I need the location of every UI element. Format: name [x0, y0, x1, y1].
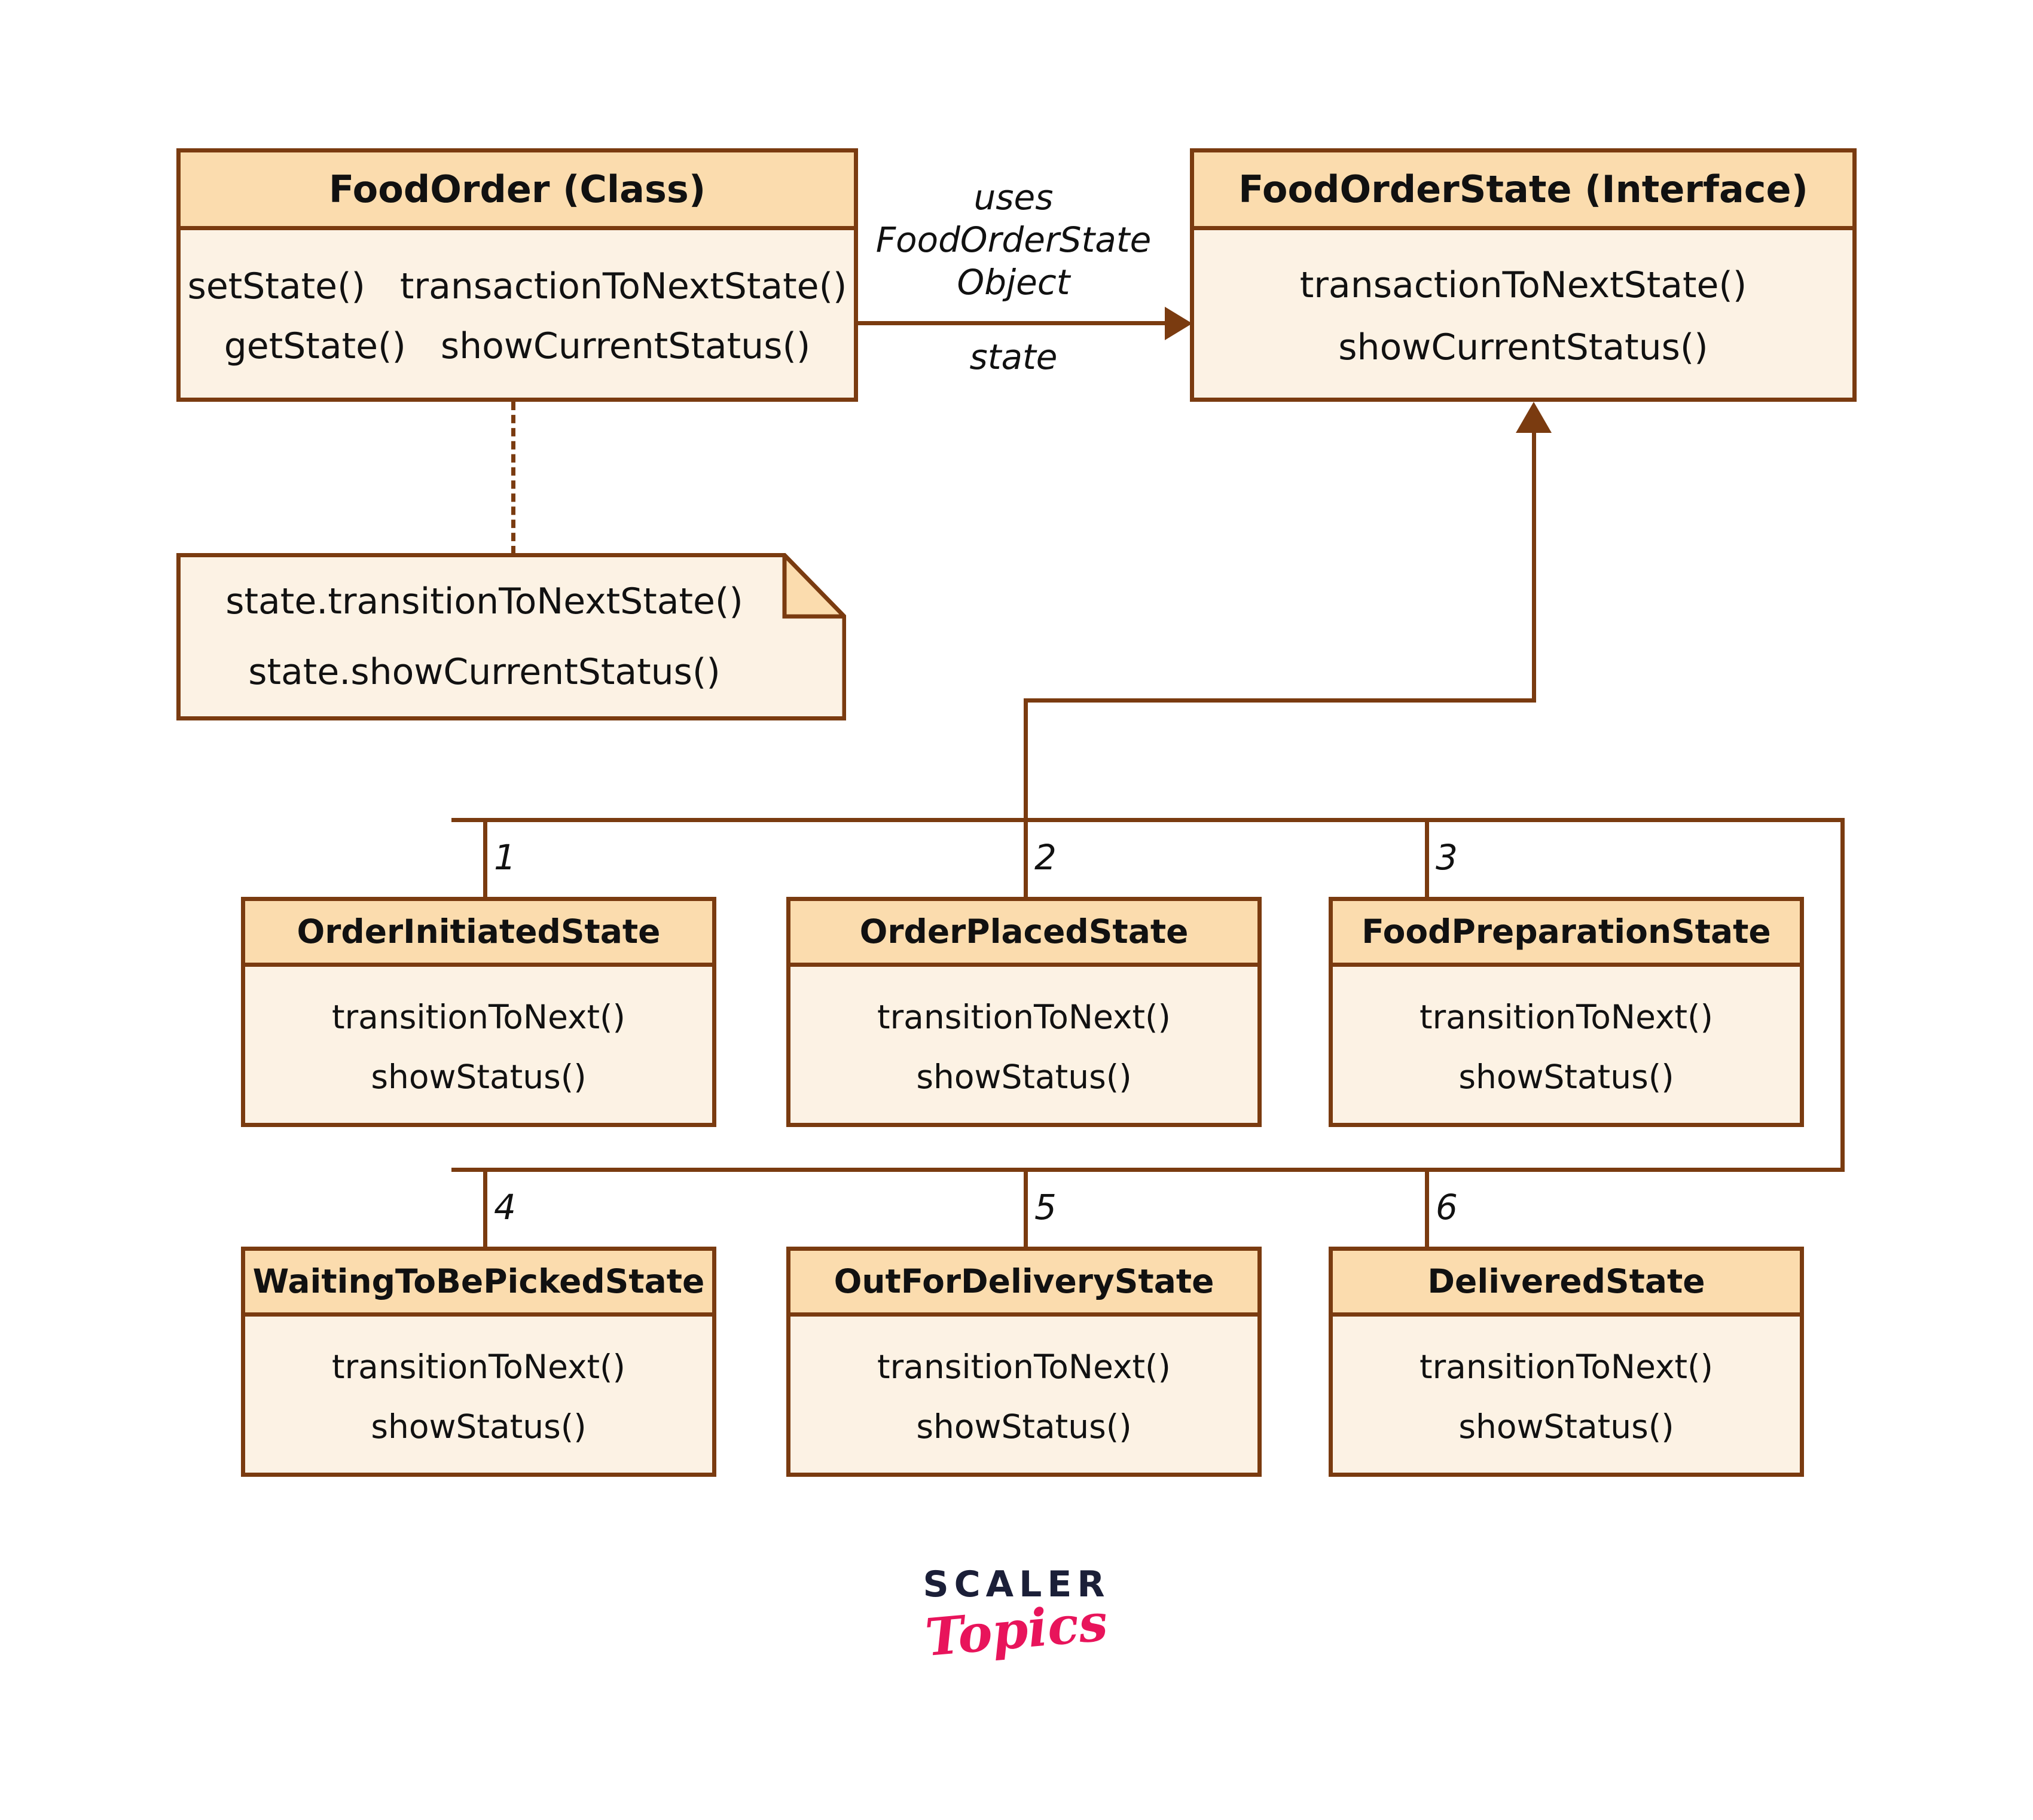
class-title-foodorder: FoodOrder (Class)	[181, 152, 854, 230]
generalization-riser	[1532, 432, 1536, 701]
class-box-orderplacedstate[interactable]: OrderPlacedState transitionToNext() show…	[786, 897, 1262, 1127]
method-showstatus: showStatus()	[371, 1057, 587, 1096]
class-members: transitionToNext() showStatus()	[245, 967, 712, 1123]
class-title: DeliveredState	[1333, 1251, 1800, 1317]
index-label-6: 6	[1436, 1187, 1458, 1227]
index-label-2: 2	[1034, 837, 1057, 878]
class-members: transitionToNext() showStatus()	[790, 1317, 1257, 1473]
generalization-arrowhead-icon	[1516, 402, 1552, 433]
member-row: showStatus()	[1458, 1058, 1674, 1096]
method-transitiontonext: transitionToNext()	[1420, 1347, 1713, 1386]
method-showstatus: showStatus()	[1458, 1407, 1674, 1446]
association-line	[858, 321, 1169, 325]
note-line-showstatus: state.showCurrentStatus()	[248, 651, 721, 693]
method-transitiontonext: transitionToNext()	[332, 997, 625, 1036]
method-transitiontonext: transitionToNext()	[877, 1347, 1171, 1386]
member-row: showStatus()	[371, 1058, 586, 1096]
method-showcurrentstatus: showCurrentStatus()	[1338, 326, 1708, 368]
note-line-transition: state.transitionToNextState()	[225, 581, 743, 622]
generalization-elbow	[1024, 698, 1536, 703]
class-box-deliveredstate[interactable]: DeliveredState transitionToNext() showSt…	[1329, 1247, 1804, 1477]
interface-title-foodorderstate: FoodOrderState (Interface)	[1194, 152, 1852, 230]
interface-members-foodorderstate: transactionToNextState() showCurrentStat…	[1194, 230, 1852, 398]
member-row: setState() transactionToNextState()	[188, 265, 847, 307]
class-title: OrderInitiatedState	[245, 901, 712, 967]
generalization-right-wrap	[1840, 818, 1845, 1172]
generalization-bus-row1	[451, 818, 1845, 822]
generalization-drop-3	[1425, 818, 1429, 897]
interface-box-foodorderstate[interactable]: FoodOrderState (Interface) transactionTo…	[1190, 148, 1857, 402]
class-members: transitionToNext() showStatus()	[1333, 967, 1800, 1123]
class-box-orderinitiatedstate[interactable]: OrderInitiatedState transitionToNext() s…	[241, 897, 716, 1127]
class-members-foodorder: setState() transactionToNextState() getS…	[181, 230, 854, 398]
method-showstatus: showStatus()	[371, 1407, 587, 1446]
generalization-drop-6	[1425, 1168, 1429, 1247]
association-label-type: FoodOrderState	[875, 219, 1152, 260]
class-title: OrderPlacedState	[790, 901, 1257, 967]
member-row: showStatus()	[916, 1407, 1131, 1446]
index-label-1: 1	[494, 837, 516, 878]
generalization-drop-1	[483, 818, 487, 897]
class-members: transitionToNext() showStatus()	[245, 1317, 712, 1473]
class-box-foodorder[interactable]: FoodOrder (Class) setState() transaction…	[176, 148, 858, 402]
method-showstatus: showStatus()	[916, 1407, 1132, 1446]
member-row: showStatus()	[1458, 1407, 1674, 1446]
member-row: transitionToNext()	[332, 998, 625, 1036]
method-setstate: setState()	[187, 265, 365, 307]
method-showcurrentstatus: showCurrentStatus()	[440, 325, 811, 367]
generalization-drop-4	[483, 1168, 487, 1247]
association-arrowhead-icon	[1165, 307, 1192, 340]
member-row: showCurrentStatus()	[1338, 326, 1708, 368]
method-transactiontonextstate: transactionToNextState()	[1299, 264, 1747, 306]
member-row: transitionToNext()	[877, 1348, 1171, 1386]
method-showstatus: showStatus()	[1458, 1057, 1674, 1096]
member-row: transactionToNextState()	[1300, 264, 1747, 306]
class-title: FoodPreparationState	[1333, 901, 1800, 967]
class-box-waitingtobepickedstate[interactable]: WaitingToBePickedState transitionToNext(…	[241, 1247, 716, 1477]
note-shape-icon	[176, 553, 846, 720]
index-label-3: 3	[1436, 837, 1458, 878]
association-label-uses: uses	[973, 177, 1054, 218]
association-label-object: Object	[957, 261, 1070, 303]
class-box-foodpreparationstate[interactable]: FoodPreparationState transitionToNext() …	[1329, 897, 1804, 1127]
note-text: state.transitionToNextState() state.show…	[176, 553, 846, 720]
member-row: transitionToNext()	[332, 1348, 625, 1386]
member-row: getState() showCurrentStatus()	[224, 325, 811, 367]
scaler-topics-logo: SCALER Topics	[897, 1564, 1136, 1668]
method-transitiontonext: transitionToNext()	[1420, 997, 1713, 1036]
generalization-drop-2	[1024, 818, 1028, 897]
member-row: transitionToNext()	[877, 998, 1171, 1036]
member-row: showStatus()	[371, 1407, 586, 1446]
association-label-below: state	[969, 337, 1058, 377]
note-anchor-dashed-line	[511, 402, 515, 554]
generalization-trunk	[1024, 698, 1028, 822]
method-showstatus: showStatus()	[916, 1057, 1132, 1096]
index-label-4: 4	[494, 1187, 516, 1227]
index-label-5: 5	[1034, 1187, 1057, 1227]
generalization-drop-5	[1024, 1168, 1028, 1247]
class-box-outfordeliverystate[interactable]: OutForDeliveryState transitionToNext() s…	[786, 1247, 1262, 1477]
member-row: showStatus()	[916, 1058, 1131, 1096]
class-members: transitionToNext() showStatus()	[790, 967, 1257, 1123]
generalization-bus-row2	[451, 1168, 1845, 1172]
method-getstate: getState()	[224, 325, 406, 367]
method-transitiontonext: transitionToNext()	[332, 1347, 625, 1386]
class-title: WaitingToBePickedState	[245, 1251, 712, 1317]
method-transactiontonextstate: transactionToNextState()	[399, 265, 847, 307]
member-row: transitionToNext()	[1420, 1348, 1713, 1386]
method-transitiontonext: transitionToNext()	[877, 997, 1171, 1036]
class-title: OutForDeliveryState	[790, 1251, 1257, 1317]
logo-wordmark-scaler: SCALER	[923, 1564, 1110, 1605]
association-label-above: uses FoodOrderState Object	[873, 176, 1154, 303]
note-box[interactable]: state.transitionToNextState() state.show…	[176, 553, 846, 720]
class-members: transitionToNext() showStatus()	[1333, 1317, 1800, 1473]
member-row: transitionToNext()	[1420, 998, 1713, 1036]
